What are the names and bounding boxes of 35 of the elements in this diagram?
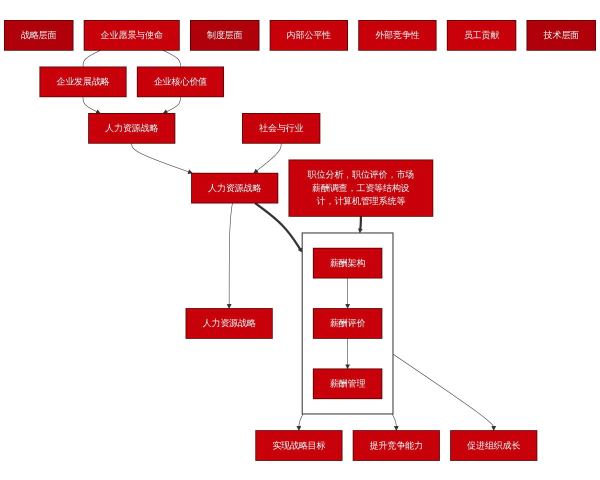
arrow (131, 142, 193, 174)
node-box: 员工贡献 (446, 20, 516, 50)
node-box: 薪酬架构 (312, 247, 382, 278)
node-box: 人力资源战略 (88, 112, 176, 144)
arrow (296, 413, 304, 430)
arrow (253, 142, 282, 173)
connector (82, 50, 101, 67)
node-box: 制度层面 (190, 20, 260, 50)
node-box: 实现战略目标 (255, 430, 342, 460)
arrow (226, 202, 233, 308)
arrow (345, 338, 350, 369)
node-box: 技术层面 (526, 20, 596, 50)
node-box: 内部公平性 (270, 20, 348, 50)
node-box: 人力资源战略 (191, 172, 278, 204)
arrow (392, 413, 399, 430)
node-box: 薪酬评价 (312, 308, 382, 338)
arrow (392, 353, 496, 430)
node-box: 企业核心价值 (136, 66, 224, 97)
node-box: 企业发展战略 (39, 66, 127, 97)
arrow (162, 96, 181, 114)
node-box: 外部竞争性 (358, 20, 437, 50)
arrow (345, 277, 350, 308)
arrow (82, 96, 101, 114)
node-box: 提升竞争能力 (352, 430, 440, 460)
connector (162, 50, 181, 67)
node-box: 企业愿景与使命 (84, 20, 180, 50)
cluster (302, 232, 394, 414)
node-box: 社会与行业 (242, 112, 320, 144)
node-box: 战略层面 (4, 20, 74, 50)
node-box: 促进组织成长 (450, 430, 538, 460)
node-box: 人力资源战略 (186, 308, 273, 338)
node-box: 薪酬管理 (312, 368, 382, 399)
arrow (358, 216, 363, 233)
node-box: 职位分析，职位评价，市场薪酬调查，工资等结构设计，计算机管理系统等 (288, 159, 434, 216)
arrow (254, 202, 302, 252)
